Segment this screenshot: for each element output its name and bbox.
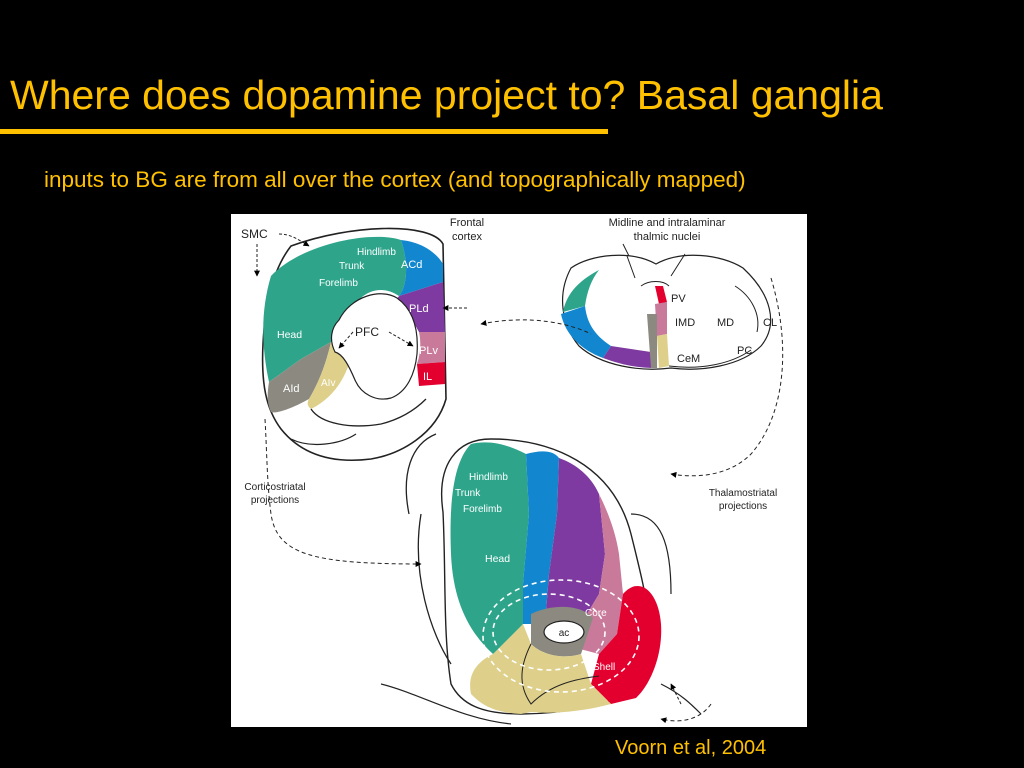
thalamus-label-md: MD — [717, 317, 734, 329]
slide-subtitle: inputs to BG are from all over the corte… — [44, 167, 746, 192]
cortex-region-acd — [399, 240, 443, 296]
thalamus-header-line2: thalmic nuclei — [634, 231, 701, 243]
cortex-region-il — [417, 362, 445, 386]
cortex-region-motor — [263, 236, 407, 382]
label-thalamostriatal-line1: Thalamostriatal — [709, 488, 777, 499]
cortex-label-aid: AId — [283, 383, 300, 395]
striatum-region-pld — [545, 458, 605, 644]
striatum-label-ac: ac — [559, 628, 570, 639]
cortex-label-plv: PLv — [419, 345, 438, 357]
basal-ganglia-figure: Hindlimb Trunk Forelimb Head ACd PLd PLv… — [231, 214, 807, 727]
striatum-label-hindlimb: Hindlimb — [469, 472, 508, 483]
cortex-label-pld: PLd — [409, 303, 429, 315]
cortex-region-plv — [417, 332, 445, 364]
thalamus-label-pv: PV — [671, 293, 686, 305]
cortex-label-pfc: PFC — [355, 325, 379, 339]
thalamus-label-pc: PC — [737, 345, 752, 357]
cortex-region-aiv — [307, 342, 349, 409]
cortex-label-acd: ACd — [401, 259, 422, 271]
cortex-label-head: Head — [277, 329, 302, 341]
striatum-region-motor — [450, 442, 529, 654]
cortex-white-matter — [330, 293, 418, 400]
label-thalamostriatal-line2: projections — [719, 501, 767, 512]
cortex-region-pld — [393, 282, 445, 332]
label-corticostriatal-line2: projections — [251, 495, 299, 506]
striatum-label-core: Core — [585, 608, 607, 619]
projection-arrows: Corticostriatal projections Thalamostria… — [244, 277, 784, 724]
striatum-section: ac Core Shell Hindlimb Trunk Forelimb He… — [380, 433, 702, 725]
striatum-region-plv — [561, 494, 623, 654]
striatum-label-head: Head — [485, 553, 510, 565]
cortex-header-line1: Frontal — [450, 217, 484, 229]
striatum-label-trunk: Trunk — [455, 488, 481, 499]
cortex-label-hindlimb: Hindlimb — [357, 247, 396, 258]
striatum-label-forelimb: Forelimb — [463, 504, 502, 515]
label-corticostriatal-line1: Corticostriatal — [244, 482, 305, 493]
cortex-section: Hindlimb Trunk Forelimb Head ACd PLd PLv… — [241, 217, 484, 462]
cortex-header-line2: cortex — [452, 231, 482, 243]
cortex-label-smc: SMC — [241, 227, 268, 241]
thalamus-header-line1: Midline and intralaminar — [609, 217, 726, 229]
citation: Voorn et al, 2004 — [615, 737, 767, 759]
cortex-label-il: IL — [423, 371, 432, 383]
striatum-region-acd — [523, 451, 559, 624]
cortex-label-aiv: AIv — [321, 378, 335, 389]
striatum-region-il — [591, 585, 662, 704]
thalamus-label-cl: CL — [763, 317, 777, 329]
slide-title: Where does dopamine project to? Basal ga… — [10, 72, 883, 118]
cortex-region-aid — [267, 342, 331, 413]
title-underline — [0, 129, 608, 134]
striatum-label-shell: Shell — [593, 662, 615, 673]
cortex-label-trunk: Trunk — [339, 261, 365, 272]
thalamus-outline — [561, 254, 772, 370]
thalamus-section: PV IMD MD CL PC CeM Midline and intralam… — [561, 217, 777, 370]
thalamus-label-imd: IMD — [675, 317, 695, 329]
thalamus-label-cem: CeM — [677, 353, 700, 365]
striatum-anterior-commissure — [543, 620, 585, 644]
cortex-label-forelimb: Forelimb — [319, 278, 358, 289]
projection-diagram: Hindlimb Trunk Forelimb Head ACd PLd PLv… — [241, 217, 784, 725]
